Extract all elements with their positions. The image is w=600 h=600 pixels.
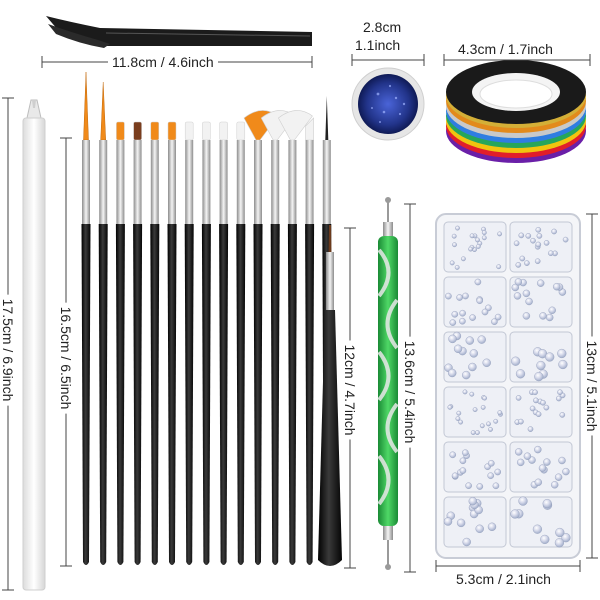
glitter-dimension <box>351 54 425 66</box>
box-width-dimension <box>435 560 581 572</box>
rhinestone-compartment <box>443 221 507 273</box>
box-width-label: 5.3cm / 2.1inch <box>456 571 551 587</box>
wax-pencil <box>22 99 46 591</box>
liner-brush <box>318 225 342 566</box>
brush-8 <box>201 121 211 565</box>
tweezers-size-label: 11.8cm / 4.6inch <box>108 55 218 69</box>
rhinestone-compartment <box>509 276 573 328</box>
rhinestone-compartment <box>443 276 507 328</box>
dotting-size-label: 13.6cm / 5.4inch <box>402 336 418 448</box>
rhinestone-compartment <box>443 386 507 438</box>
brush-set <box>81 71 332 565</box>
striping-tape-rolls <box>446 60 586 163</box>
brush-14 <box>305 117 315 565</box>
glitter-size-label-inch: 1.1inch <box>355 37 401 53</box>
rhinestone-compartment <box>509 331 573 383</box>
rhinestone-compartment <box>443 441 507 493</box>
tweezers <box>46 16 312 48</box>
brush-6 <box>167 121 177 565</box>
rhinestone-compartment <box>509 441 573 493</box>
rhinestone-compartment <box>443 496 507 548</box>
brush-1 <box>81 71 91 565</box>
rhinestone-box <box>435 213 581 559</box>
brush-4 <box>133 121 143 565</box>
brush-2 <box>98 81 108 565</box>
brush-13 <box>278 110 313 565</box>
glitter-jar <box>351 67 425 141</box>
brush-7 <box>184 121 194 565</box>
rhinestone-compartment <box>509 221 573 273</box>
dotting-pen <box>377 197 399 570</box>
brush-9 <box>219 121 229 565</box>
liner-size-label: 12cm / 4.7inch <box>342 340 358 440</box>
rhinestone-compartment <box>509 496 573 548</box>
tape-dimension <box>443 54 591 66</box>
brush-3 <box>115 121 125 565</box>
glitter-size-label-cm: 2.8cm <box>363 19 402 35</box>
brush-set-size-label: 16.5cm / 6.5inch <box>58 302 74 414</box>
pencil-size-label: 17.5cm / 6.9inch <box>0 294 16 406</box>
box-height-label: 13cm / 5.1inch <box>584 336 600 436</box>
rhinestone-compartment <box>443 331 507 383</box>
brush-10 <box>236 121 246 565</box>
brush-5 <box>150 121 160 565</box>
tape-size-label: 4.3cm / 1.7inch <box>458 41 553 57</box>
rhinestone-compartment <box>509 386 573 438</box>
